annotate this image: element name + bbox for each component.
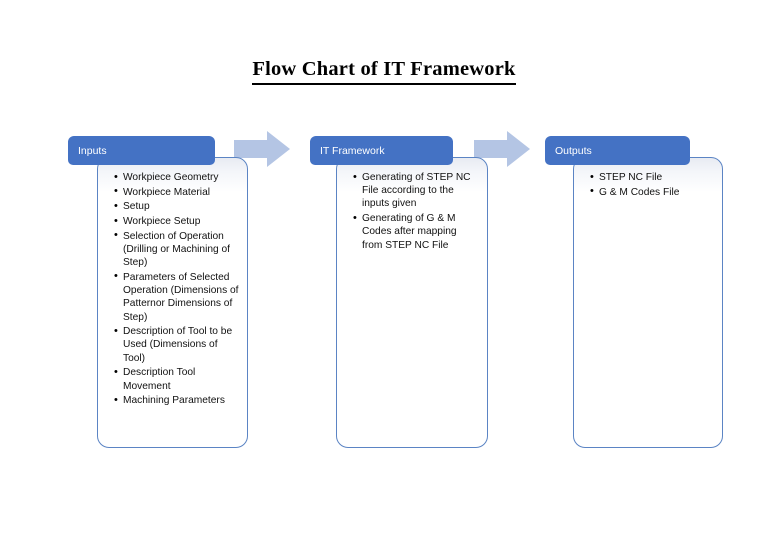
stage-outputs-list: STEP NC File G & M Codes File bbox=[574, 158, 722, 199]
stage-inputs-header-label: Inputs bbox=[78, 145, 107, 157]
right-block-arrow-icon bbox=[234, 131, 290, 167]
list-item: Generating of G & M Codes after mapping … bbox=[353, 212, 479, 252]
list-item: Machining Parameters bbox=[114, 394, 239, 407]
stage-it-framework-header-label: IT Framework bbox=[320, 145, 385, 157]
list-item: Generating of STEP NC File according to … bbox=[353, 171, 479, 211]
list-item: Selection of Operation (Drilling or Mach… bbox=[114, 229, 239, 270]
stage-inputs-header[interactable]: Inputs bbox=[68, 136, 215, 165]
list-item: Parameters of Selected Operation (Dimens… bbox=[114, 270, 239, 324]
stage-inputs-list: Workpiece Geometry Workpiece Material Se… bbox=[98, 158, 247, 407]
stage-inputs: Workpiece Geometry Workpiece Material Se… bbox=[68, 136, 248, 448]
page-title: Flow Chart of IT Framework bbox=[252, 58, 516, 85]
list-item: Description of Tool to be Used (Dimensio… bbox=[114, 325, 239, 365]
stage-inputs-body: Workpiece Geometry Workpiece Material Se… bbox=[97, 157, 248, 448]
stage-outputs-header-label: Outputs bbox=[555, 145, 592, 157]
stage-it-framework-list: Generating of STEP NC File according to … bbox=[337, 158, 487, 252]
stage-it-framework-header[interactable]: IT Framework bbox=[310, 136, 453, 165]
stage-outputs-header[interactable]: Outputs bbox=[545, 136, 690, 165]
list-item: Workpiece Material bbox=[114, 185, 239, 199]
list-item: Description Tool Movement bbox=[114, 366, 239, 392]
list-item: STEP NC File bbox=[590, 170, 714, 184]
stage-outputs-body: STEP NC File G & M Codes File bbox=[573, 157, 723, 448]
stage-outputs: STEP NC File G & M Codes File Outputs bbox=[545, 136, 723, 448]
arrow-framework-to-outputs bbox=[474, 131, 530, 167]
stage-it-framework-body: Generating of STEP NC File according to … bbox=[336, 157, 488, 448]
list-item: Setup bbox=[114, 200, 239, 213]
right-block-arrow-icon bbox=[474, 131, 530, 167]
list-item: Workpiece Geometry bbox=[114, 170, 239, 184]
list-item: Workpiece Setup bbox=[114, 215, 239, 228]
stage-it-framework: Generating of STEP NC File according to … bbox=[310, 136, 488, 448]
arrow-inputs-to-framework bbox=[234, 131, 290, 167]
list-item: G & M Codes File bbox=[590, 185, 714, 199]
title-container: Flow Chart of IT Framework bbox=[0, 58, 768, 85]
